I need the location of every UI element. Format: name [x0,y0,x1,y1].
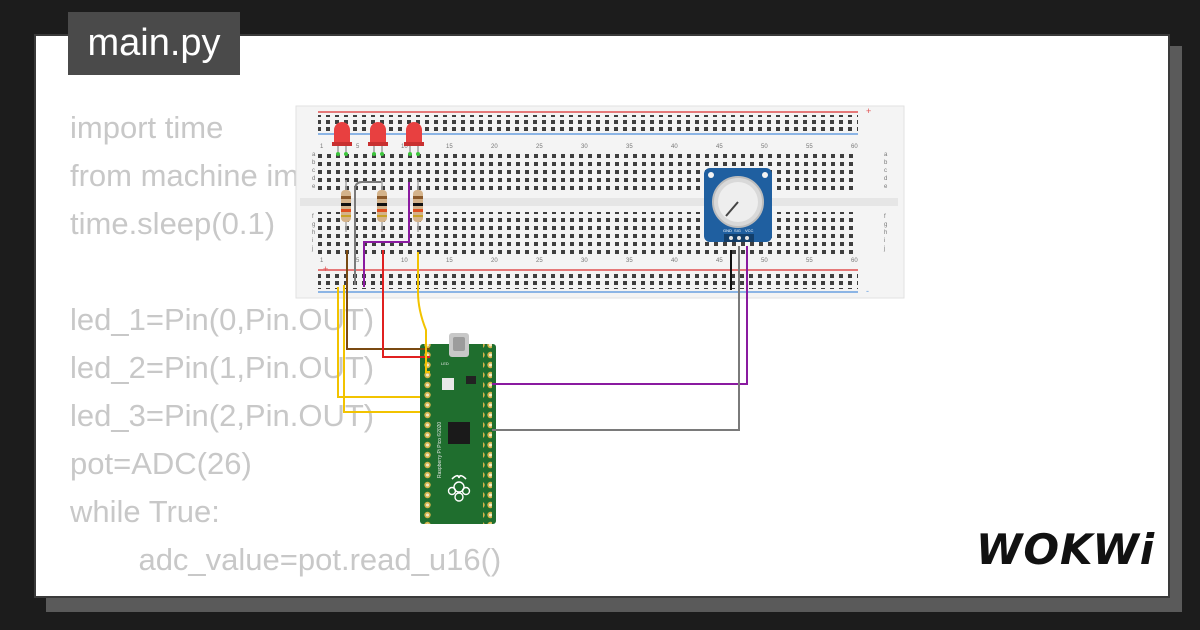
breadboard-column-label: 35 [626,144,633,150]
wire-gray-bb [354,181,382,285]
raspberry-logo-icon [447,474,471,502]
rail-minus-label: - [866,286,869,296]
breadboard-column-label: 15 [446,144,453,150]
breadboard-column-label: 1 [320,258,324,264]
led-3-icon[interactable] [404,122,424,156]
wires [337,181,748,431]
rp2040-chip-icon [448,422,470,444]
pico-board-text: Raspberry Pi Pico ©2020 [436,422,443,478]
resistor-3[interactable] [413,180,423,232]
code-line: led_2=Pin(1,Pin.OUT) [70,350,375,385]
breadboard-column-label: 50 [761,258,768,264]
code-line: led_3=Pin(2,Pin.OUT) [70,398,375,433]
breadboard-column-label: 1 [320,144,324,150]
wire-gray-pot [492,246,740,431]
breadboard-column-label: 40 [671,144,678,150]
leds [332,122,424,156]
raspberry-pi-pico[interactable]: LED Raspberry Pi Pico ©2020 [420,333,496,524]
code-line: import time [70,110,224,145]
breadboard-column-label: 10 [401,144,408,150]
breadboard-row-label: a [884,152,888,158]
potentiometer[interactable]: GND SIG VCC [704,168,772,242]
breadboard-column-label: 35 [626,258,633,264]
bootsel-button-icon[interactable] [442,378,454,390]
breadboard-row-label: c [312,168,315,174]
breadboard-column-label: 40 [671,258,678,264]
wire-purple-bb [363,182,410,287]
pot-pin-gnd: GND [723,228,732,233]
code-line: pot=ADC(26) [70,446,252,481]
breadboard-column-label: 20 [491,144,498,150]
breadboard-row-label: c [884,168,887,174]
breadboard-column-label: 20 [491,258,498,264]
breadboard-column-label: 15 [446,258,453,264]
code-line: while True: [70,494,220,529]
breadboard-row-label: f [884,214,886,220]
code-line: time.sleep(0.1) [70,206,276,241]
breadboard-row-label: a [312,152,316,158]
rail-plus-label-bottom: + [323,264,328,274]
breadboard-row-label: d [312,176,315,182]
breadboard-row-label: b [312,160,316,166]
resistor-2[interactable] [377,180,387,232]
wire-yellow-1 [417,252,430,373]
breadboard-row-label: g [884,222,887,228]
breadboard: + + - 1155101015152020252530303535404045… [295,105,905,299]
file-tab-main-py[interactable]: main.py [68,12,240,75]
led-2-icon[interactable] [368,122,388,156]
breadboard-column-label: 60 [851,258,858,264]
breadboard-column-label: 30 [581,258,588,264]
breadboard-row-label: f [312,214,314,220]
pico-led-label: LED [441,361,449,366]
breadboard-row-label: h [884,230,887,236]
breadboard-column-label: 50 [761,144,768,150]
breadboard-column-label: 25 [536,258,543,264]
breadboard-column-label: 45 [716,144,723,150]
breadboard-row-label: g [312,222,315,228]
breadboard-column-label: 10 [401,258,408,264]
pot-pin-vcc: VCC [745,228,754,233]
wire-yellow-3 [343,285,420,413]
breadboard-row-label: j [883,246,885,252]
pot-knob-indicator [725,201,739,217]
breadboard-row-label: e [312,184,316,190]
rail-plus-label: + [866,106,871,116]
breadboard-row-label: i [884,238,885,244]
pot-pin-sig: SIG [734,228,741,233]
code-line: adc_value=pot.read_u16() [104,542,502,577]
wire-red [382,250,430,358]
breadboard-row-label: j [311,246,313,252]
breadboard-column-label: 55 [806,258,813,264]
wire-purple-pot [492,246,748,385]
wire-yellow-2 [337,287,420,398]
breadboard-column-label: 5 [356,258,360,264]
breadboard-column-label: 60 [851,144,858,150]
resistor-1[interactable] [341,180,351,232]
breadboard-column-label: 45 [716,258,723,264]
wire-brown [346,250,430,350]
resistors [341,180,423,232]
code-line: time.sleep(0.01) [70,584,501,596]
breadboard-row-label: i [312,238,313,244]
breadboard-column-label: 5 [356,144,360,150]
code-line: led_1=Pin(0,Pin.OUT) [70,302,375,337]
breadboard-row-label: e [884,184,888,190]
breadboard-row-label: b [884,160,888,166]
breadboard-column-label: 30 [581,144,588,150]
breadboard-row-label: h [312,230,315,236]
breadboard-column-label: 55 [806,144,813,150]
breadboard-row-label: d [884,176,887,182]
led-1-icon[interactable] [332,122,352,156]
breadboard-column-label: 25 [536,144,543,150]
wokwi-logo: WOKWi [976,525,1156,574]
